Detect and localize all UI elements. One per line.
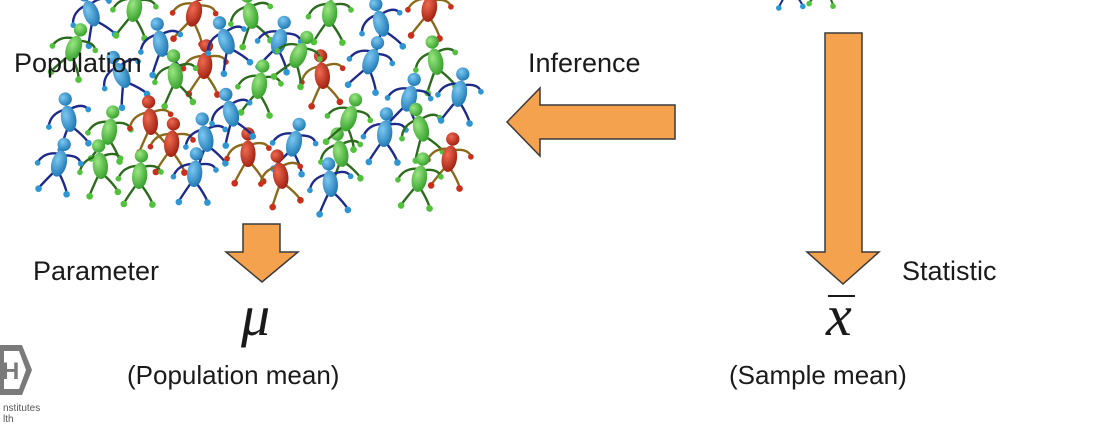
logo-text-line1: nstitutes [3,403,41,414]
stick-figure [258,149,304,211]
population-mean-caption: (Population mean) [127,360,340,390]
stick-figure [806,0,836,10]
stick-figure [34,137,84,198]
sample-mean-caption: (Sample mean) [729,360,907,390]
parameter-label: Parameter [33,256,160,286]
logo-text-line2: lth [3,414,14,425]
stick-figure [152,49,199,110]
stick-figure [360,107,409,166]
svg-text:H: H [2,358,19,385]
stick-figure [110,0,159,42]
inference-arrow [505,86,676,158]
stick-figure [399,102,447,164]
stick-figure [101,50,151,112]
stick-figure [776,0,806,11]
stick-figure [359,0,407,59]
stick-figure [205,16,254,78]
institute-logo-icon: H [0,345,32,395]
stick-figure [395,152,444,212]
stick-figure [318,127,364,189]
stick-figure [209,87,257,149]
stick-figure [235,59,284,119]
statistic-arrow [805,32,881,286]
stick-figure [305,0,354,46]
population-mean-symbol: μ [241,283,271,348]
population-crowd-image [34,0,484,218]
stick-figure [147,117,196,176]
stick-figure [224,127,272,187]
stick-figure [115,149,164,208]
stick-figure [169,0,219,48]
population-label: Population [14,48,142,78]
stick-figure [183,112,229,174]
stick-figure [47,23,99,83]
stick-figure [270,30,323,91]
stick-figure [254,15,304,76]
stick-figure [269,117,319,178]
stick-figure [46,92,92,154]
stick-figure [307,157,354,218]
stick-figure [344,36,396,96]
sample-mean-symbol: x [826,283,852,348]
stick-figure [322,93,374,153]
stick-figure [228,0,274,51]
stick-figure [77,139,124,200]
parameter-arrow [223,223,301,283]
inference-label: Inference [528,48,641,78]
logo-text: nstitutes lth [3,403,40,425]
stick-figure [435,67,484,127]
stick-figure [170,147,219,206]
sample-crowd-image [776,0,836,11]
statistic-label: Statistic [902,256,997,286]
